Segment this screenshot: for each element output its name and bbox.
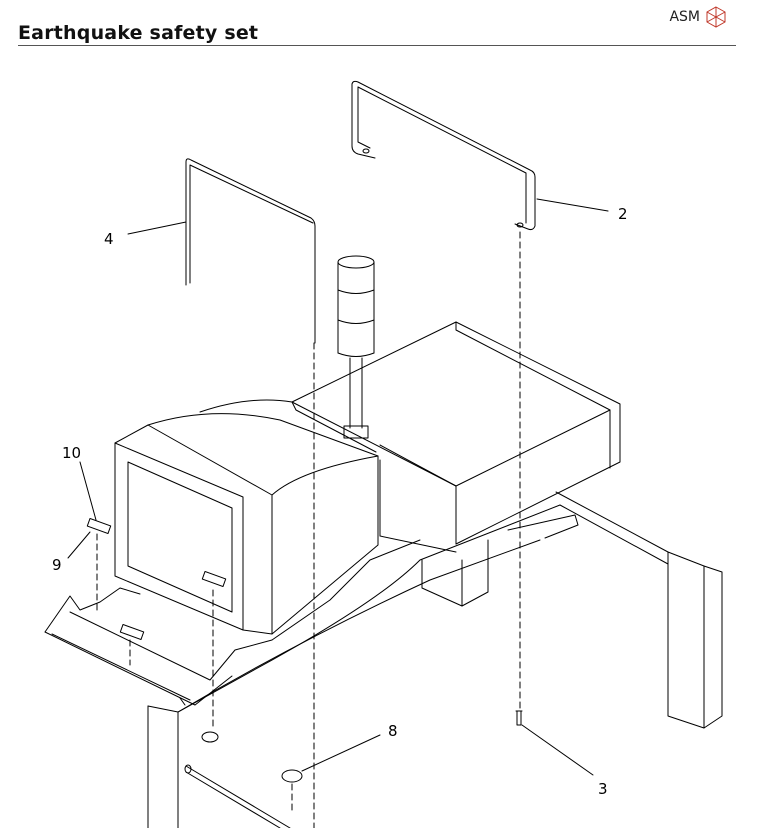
brand-mark: ASM: [669, 6, 727, 28]
part-9-pad: [86, 517, 112, 535]
title-divider: [18, 45, 736, 46]
part-2-bracket: [351, 80, 536, 231]
part-8-pad: [281, 769, 303, 783]
part-3-screw: [515, 710, 523, 726]
pad: [201, 731, 219, 743]
machine-frame: [147, 491, 723, 828]
signal-tower: [337, 255, 375, 439]
callout-3: 3: [598, 780, 608, 798]
keyboard-tray: [44, 587, 273, 706]
part-4-rod: [185, 158, 316, 344]
leader-lines: [67, 198, 609, 776]
callout-2: 2: [618, 205, 628, 223]
callout-10: 10: [62, 444, 81, 462]
asm-logo-icon: [706, 6, 726, 28]
assembly-lines: [96, 231, 521, 828]
brand-name: ASM: [669, 9, 700, 25]
machine-body: [291, 321, 621, 553]
callout-8: 8: [388, 722, 398, 740]
callout-4: 4: [104, 230, 114, 248]
page-title: Earthquake safety set: [18, 22, 259, 44]
callout-9: 9: [52, 556, 62, 574]
monitor: [114, 399, 379, 635]
